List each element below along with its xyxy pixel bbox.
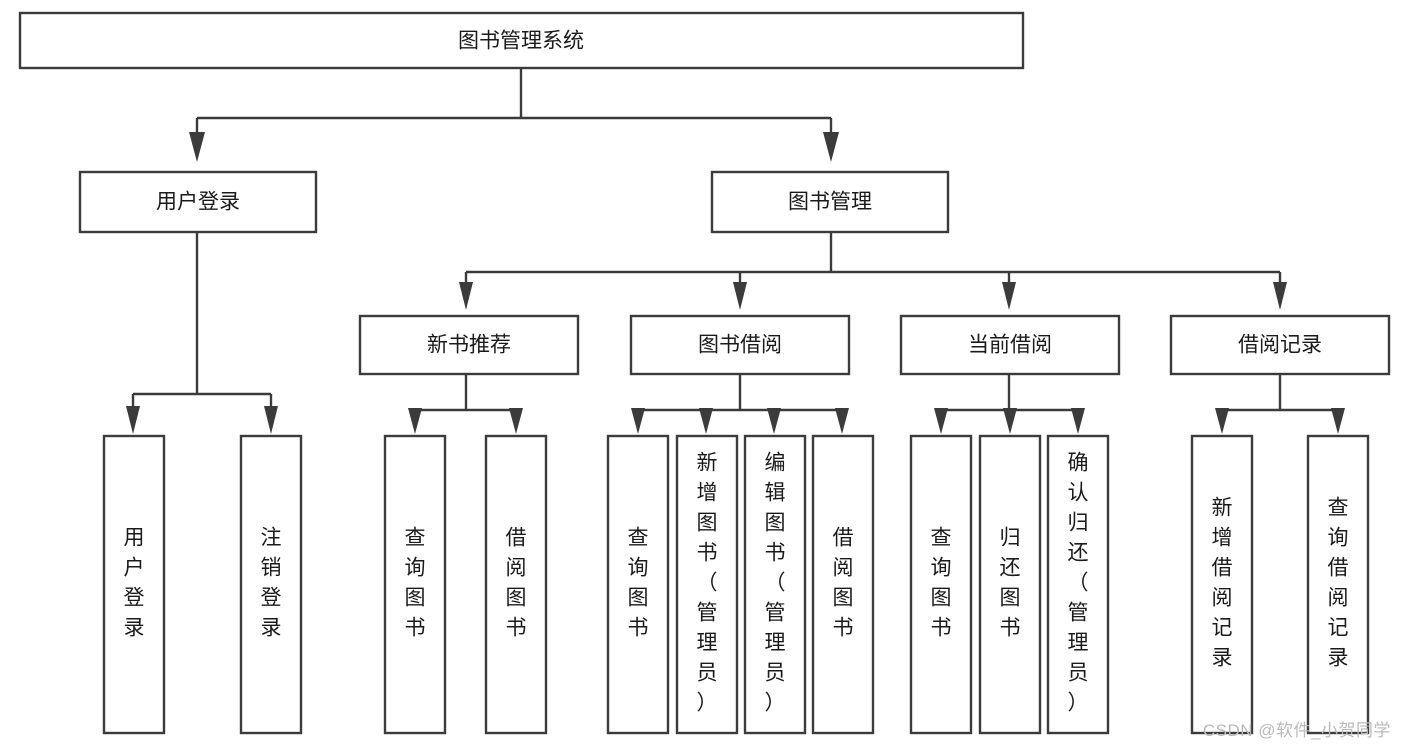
arrow-head-user-login — [189, 132, 205, 162]
node-leaf-query-borrow-record-label: 查询借阅记录 — [1328, 497, 1349, 670]
node-leaf-add-borrow-record-label: 新增借阅记录 — [1212, 497, 1233, 670]
node-book-management-label: 图书管理 — [788, 191, 872, 214]
node-new-book-recommend[interactable]: 新书推荐 — [358, 314, 580, 376]
arrow-head-leaf-user-login — [126, 406, 140, 434]
node-leaf-query-book-2-box[interactable] — [606, 434, 670, 735]
node-leaf-logout-login-box[interactable] — [239, 434, 303, 735]
node-leaf-confirm-return-box[interactable] — [1046, 434, 1110, 735]
node-leaf-return-book-label: 归还图书 — [1000, 527, 1021, 640]
arrow-head-leaf-borrow-book-2 — [835, 408, 849, 434]
node-leaf-borrow-book-2-label: 借阅图书 — [833, 527, 854, 640]
arrow-head-book-borrow — [733, 282, 747, 310]
node-book-management[interactable]: 图书管理 — [710, 170, 950, 234]
arrow-head-borrow-record — [1273, 282, 1287, 310]
connector-group-new-book-recommend — [408, 375, 523, 434]
arrow-head-leaf-borrow-book-1 — [509, 408, 523, 434]
node-leaf-borrow-book-1[interactable]: 借阅图书 — [484, 434, 548, 735]
node-leaf-return-book-box[interactable] — [978, 434, 1042, 735]
node-leaf-borrow-book-1-label: 借阅图书 — [506, 527, 527, 640]
node-leaf-query-book-1[interactable]: 查询图书 — [383, 434, 447, 735]
node-root-box[interactable] — [18, 11, 1025, 70]
arrow-head-leaf-query-book-1 — [408, 408, 422, 434]
node-leaf-add-book-box[interactable] — [675, 434, 739, 735]
node-leaf-query-borrow-record[interactable]: 查询借阅记录 — [1306, 434, 1370, 735]
node-leaf-add-borrow-record-box[interactable] — [1190, 434, 1254, 735]
arrow-head-leaf-add-book — [699, 408, 713, 434]
arrow-head-leaf-query-borrow-record — [1331, 408, 1345, 434]
node-leaf-user-login-box[interactable] — [102, 434, 166, 735]
node-borrow-record-label: 借阅记录 — [1238, 334, 1322, 357]
node-leaf-edit-book[interactable]: 编辑图书（管理员） — [743, 434, 807, 735]
arrow-head-current-borrow — [1002, 282, 1016, 310]
node-leaf-query-book-2[interactable]: 查询图书 — [606, 434, 670, 735]
node-leaf-query-book-3-label: 查询图书 — [931, 527, 952, 640]
node-leaf-query-book-3-box[interactable] — [909, 434, 973, 735]
node-user-login-box[interactable] — [78, 170, 318, 234]
node-current-borrow-box[interactable] — [899, 314, 1121, 376]
node-current-borrow-label: 当前借阅 — [968, 334, 1052, 357]
arrow-head-leaf-query-book-2 — [631, 408, 645, 434]
arrow-head-leaf-query-book-3 — [934, 408, 948, 434]
node-leaf-confirm-return[interactable]: 确认归还（管理员） — [1046, 434, 1110, 735]
arrow-head-leaf-edit-book — [767, 408, 781, 434]
connector-group-current-borrow — [934, 375, 1085, 434]
node-leaf-borrow-book-2[interactable]: 借阅图书 — [811, 434, 875, 735]
node-user-login-label: 用户登录 — [156, 191, 240, 214]
node-leaf-query-book-1-box[interactable] — [383, 434, 447, 735]
node-borrow-record-box[interactable] — [1169, 314, 1391, 376]
node-current-borrow[interactable]: 当前借阅 — [899, 314, 1121, 376]
arrow-head-leaf-add-borrow-record — [1215, 408, 1229, 434]
node-user-login[interactable]: 用户登录 — [78, 170, 318, 234]
node-borrow-record[interactable]: 借阅记录 — [1169, 314, 1391, 376]
arrow-head-leaf-confirm-return — [1071, 408, 1085, 434]
node-leaf-query-book-3[interactable]: 查询图书 — [909, 434, 973, 735]
node-book-management-box[interactable] — [710, 170, 950, 234]
node-book-borrow-label: 图书借阅 — [698, 334, 782, 357]
node-leaf-query-book-2-label: 查询图书 — [628, 527, 649, 640]
node-leaf-confirm-return-label: 确认归还（管理员） — [1068, 452, 1089, 715]
connector-group-book-management — [459, 232, 1287, 310]
node-leaf-borrow-book-2-box[interactable] — [811, 434, 875, 735]
node-book-borrow[interactable]: 图书借阅 — [629, 314, 851, 376]
arrow-head-leaf-return-book — [1003, 408, 1017, 434]
arrow-head-new-book-recommend — [459, 282, 473, 310]
node-leaf-user-login-label: 用户登录 — [124, 527, 145, 640]
node-leaf-user-login[interactable]: 用户登录 — [102, 434, 166, 735]
node-leaf-add-book[interactable]: 新增图书（管理员） — [675, 434, 739, 735]
connector-group-book-borrow — [631, 375, 849, 434]
connector-group-user-login — [126, 232, 278, 434]
arrow-head-book-management — [823, 132, 839, 162]
node-leaf-return-book[interactable]: 归还图书 — [978, 434, 1042, 735]
node-leaf-edit-book-box[interactable] — [743, 434, 807, 735]
node-leaf-query-borrow-record-box[interactable] — [1306, 434, 1370, 735]
node-leaf-add-borrow-record[interactable]: 新增借阅记录 — [1190, 434, 1254, 735]
arrow-head-leaf-logout-login — [264, 406, 278, 434]
node-leaf-edit-book-label: 编辑图书（管理员） — [765, 452, 786, 715]
node-leaf-borrow-book-1-box[interactable] — [484, 434, 548, 735]
node-leaf-add-book-label: 新增图书（管理员） — [697, 452, 718, 715]
node-leaf-logout-login[interactable]: 注销登录 — [239, 434, 303, 735]
node-new-book-recommend-box[interactable] — [358, 314, 580, 376]
connector-group-borrow-record — [1215, 375, 1345, 434]
node-root[interactable]: 图书管理系统 — [18, 11, 1025, 70]
connector-group-root — [189, 68, 839, 162]
node-book-borrow-box[interactable] — [629, 314, 851, 376]
node-root-label: 图书管理系统 — [458, 30, 584, 53]
node-new-book-recommend-label: 新书推荐 — [427, 334, 511, 357]
node-leaf-query-book-1-label: 查询图书 — [405, 527, 426, 640]
node-leaf-logout-login-label: 注销登录 — [261, 527, 282, 640]
